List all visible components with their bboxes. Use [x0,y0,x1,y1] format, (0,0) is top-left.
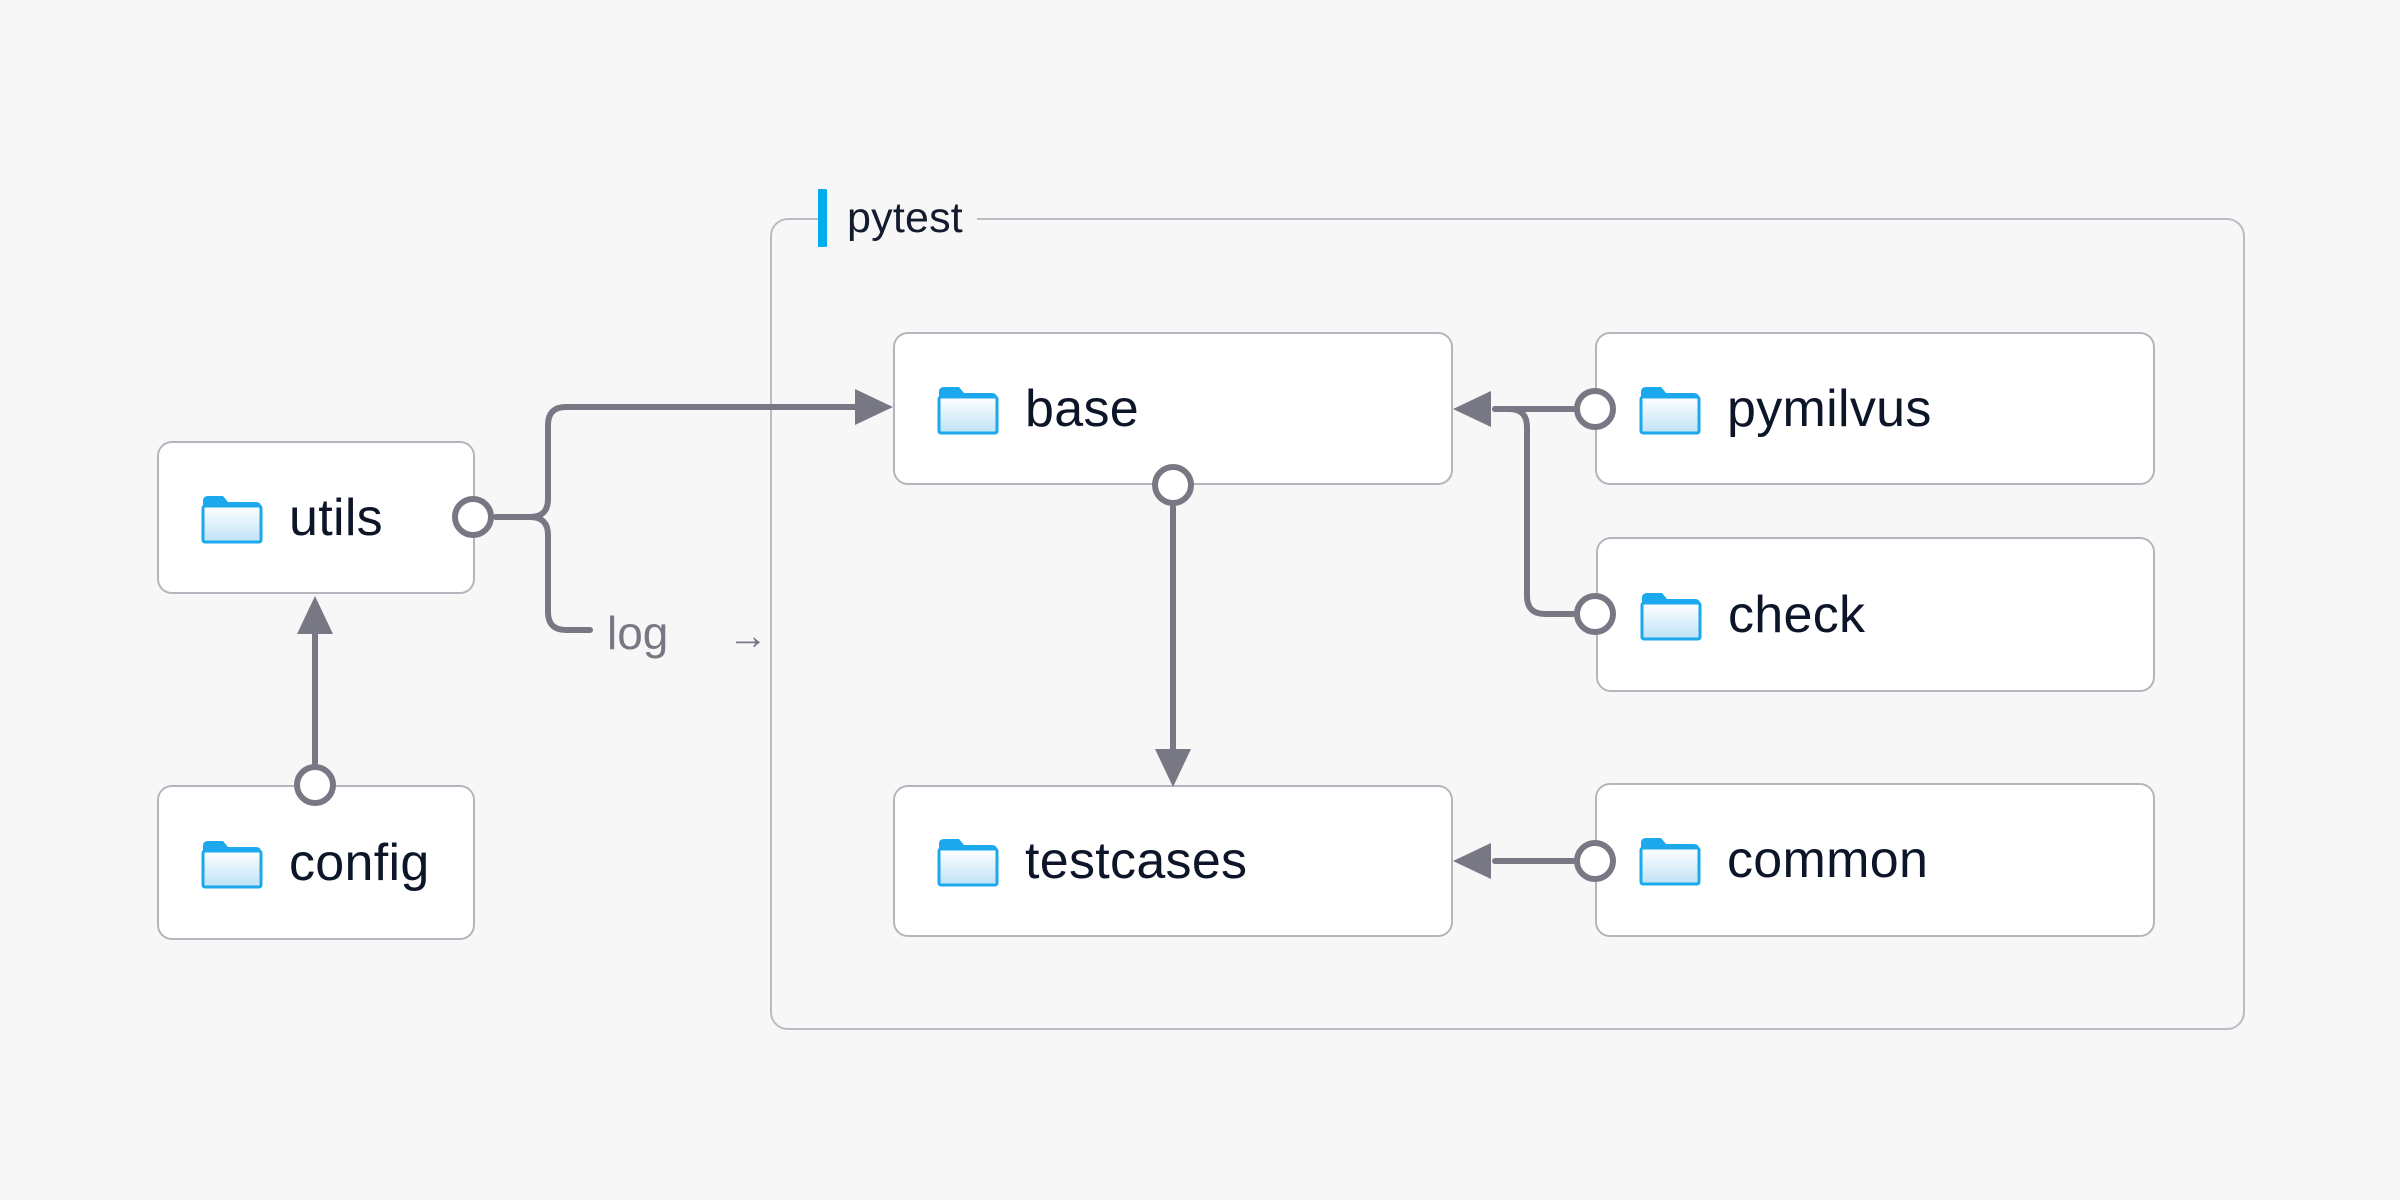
folder-icon [1639,838,1701,886]
folder-icon [201,840,263,888]
group-label-pytest: pytest [818,180,977,256]
node-utils[interactable]: utils [157,441,475,594]
folder-icon [1640,592,1702,640]
folder-icon [937,386,999,434]
node-config[interactable]: config [157,785,475,940]
folder-icon [201,495,263,543]
node-label: config [289,833,430,892]
node-label: base [1025,379,1139,438]
edge-utils-to-log [493,514,593,633]
node-label: testcases [1025,832,1248,890]
node-label: pymilvus [1727,379,1932,438]
node-common[interactable]: common [1595,783,2155,937]
node-label: common [1727,831,1929,889]
accent-bar-icon [818,189,827,247]
node-testcases[interactable]: testcases [893,785,1453,937]
edge-label-log: log [607,607,669,659]
arrowhead-config-utils [297,596,333,634]
folder-icon [1639,386,1701,434]
node-label: utils [289,488,383,547]
node-base[interactable]: base [893,332,1453,485]
group-container-pytest[interactable] [770,218,2245,1030]
folder-icon [937,839,999,887]
node-pymilvus[interactable]: pymilvus [1595,332,2155,485]
node-label: check [1728,585,1866,644]
group-title: pytest [847,193,963,242]
node-check[interactable]: check [1596,537,2155,692]
edge-label-log-arrow-icon: → [728,614,768,658]
